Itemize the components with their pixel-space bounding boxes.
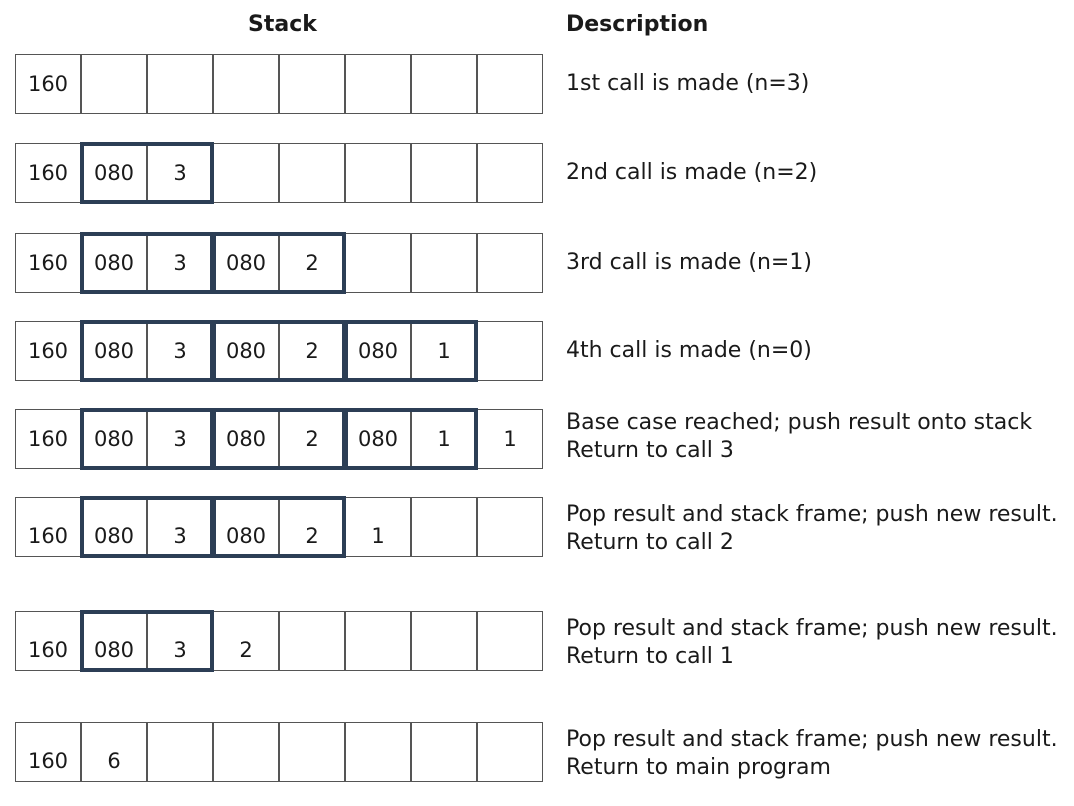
description-line: 3rd call is made (n=1) xyxy=(566,250,812,275)
stack-cell xyxy=(345,233,411,293)
stack-cell: 1 xyxy=(477,409,543,469)
stack-cell xyxy=(279,722,345,782)
stack-cell: 2 xyxy=(279,233,345,293)
stack-cell xyxy=(279,611,345,671)
stack-cell xyxy=(411,611,477,671)
stack-cell: 160 xyxy=(15,233,81,293)
row-description: Pop result and stack frame; push new res… xyxy=(566,501,1058,557)
stack-cell xyxy=(411,54,477,114)
description-line: Return to call 1 xyxy=(566,644,734,669)
stack-cell: 2 xyxy=(279,409,345,469)
stack-cell: 080 xyxy=(81,233,147,293)
stack-cell xyxy=(477,611,543,671)
stack-cell xyxy=(345,143,411,203)
stack-cell: 3 xyxy=(147,233,213,293)
stack-cell xyxy=(213,722,279,782)
stack-cell: 160 xyxy=(15,497,81,557)
description-line: 1st call is made (n=3) xyxy=(566,71,810,96)
stack-cell xyxy=(477,497,543,557)
stack-cell: 080 xyxy=(81,497,147,557)
stack-cell: 160 xyxy=(15,143,81,203)
stack-cell: 3 xyxy=(147,409,213,469)
stack-cell: 080 xyxy=(81,409,147,469)
stack-cell xyxy=(477,54,543,114)
stack-cell: 3 xyxy=(147,497,213,557)
description-line: 2nd call is made (n=2) xyxy=(566,160,818,185)
stack-cell: 2 xyxy=(213,611,279,671)
stack-cell xyxy=(147,722,213,782)
stack-cell: 080 xyxy=(81,611,147,671)
stack-cell: 160 xyxy=(15,409,81,469)
stack-cell: 3 xyxy=(147,143,213,203)
stack-cell xyxy=(213,143,279,203)
stack-cell: 160 xyxy=(15,54,81,114)
description-line: Pop result and stack frame; push new res… xyxy=(566,502,1058,527)
stack-cell xyxy=(279,54,345,114)
stack-header: Stack xyxy=(248,12,317,37)
stack-cell xyxy=(411,143,477,203)
stack-cell xyxy=(411,497,477,557)
description-header: Description xyxy=(566,12,709,37)
stack-cell: 080 xyxy=(213,321,279,381)
stack-cell xyxy=(477,233,543,293)
stack-cell: 1 xyxy=(345,497,411,557)
stack-cell xyxy=(411,233,477,293)
stack-cell: 160 xyxy=(15,321,81,381)
stack-cell: 3 xyxy=(147,611,213,671)
stack-cell: 160 xyxy=(15,611,81,671)
stack-cell xyxy=(345,54,411,114)
row-description: Pop result and stack frame; push new res… xyxy=(566,726,1058,782)
stack-cell xyxy=(81,54,147,114)
stack-cell: 080 xyxy=(213,409,279,469)
description-line: 4th call is made (n=0) xyxy=(566,338,812,363)
description-line: Return to call 3 xyxy=(566,438,734,463)
stack-cell: 6 xyxy=(81,722,147,782)
description-line: Return to call 2 xyxy=(566,530,734,555)
stack-cell: 3 xyxy=(147,321,213,381)
row-description: 3rd call is made (n=1) xyxy=(566,249,812,277)
row-description: 1st call is made (n=3) xyxy=(566,70,809,98)
stack-cell xyxy=(477,321,543,381)
description-line: Return to main program xyxy=(566,755,831,780)
stack-cell xyxy=(213,54,279,114)
description-line: Pop result and stack frame; push new res… xyxy=(566,616,1058,641)
stack-cell xyxy=(477,143,543,203)
stack-cell xyxy=(345,611,411,671)
stack-cell xyxy=(411,722,477,782)
row-description: Base case reached; push result onto stac… xyxy=(566,409,1032,465)
stack-cell: 080 xyxy=(213,497,279,557)
stack-cell xyxy=(345,722,411,782)
stack-cell: 1 xyxy=(411,409,477,469)
row-description: 2nd call is made (n=2) xyxy=(566,159,817,187)
stack-row: 160 1st call is made (n=3) xyxy=(0,54,1074,114)
stack-cell: 2 xyxy=(279,497,345,557)
stack-cell: 080 xyxy=(81,321,147,381)
stack-cell xyxy=(477,722,543,782)
stack-cell: 080 xyxy=(213,233,279,293)
row-description: 4th call is made (n=0) xyxy=(566,337,812,365)
description-line: Base case reached; push result onto stac… xyxy=(566,410,1033,435)
stack-cell xyxy=(147,54,213,114)
stack-cell: 080 xyxy=(81,143,147,203)
stack-cell: 080 xyxy=(345,321,411,381)
stack-cell: 2 xyxy=(279,321,345,381)
stack-cell: 080 xyxy=(345,409,411,469)
stack-cell xyxy=(279,143,345,203)
stack-cell: 160 xyxy=(15,722,81,782)
stack-cell: 1 xyxy=(411,321,477,381)
description-line: Pop result and stack frame; push new res… xyxy=(566,727,1058,752)
row-description: Pop result and stack frame; push new res… xyxy=(566,615,1058,671)
